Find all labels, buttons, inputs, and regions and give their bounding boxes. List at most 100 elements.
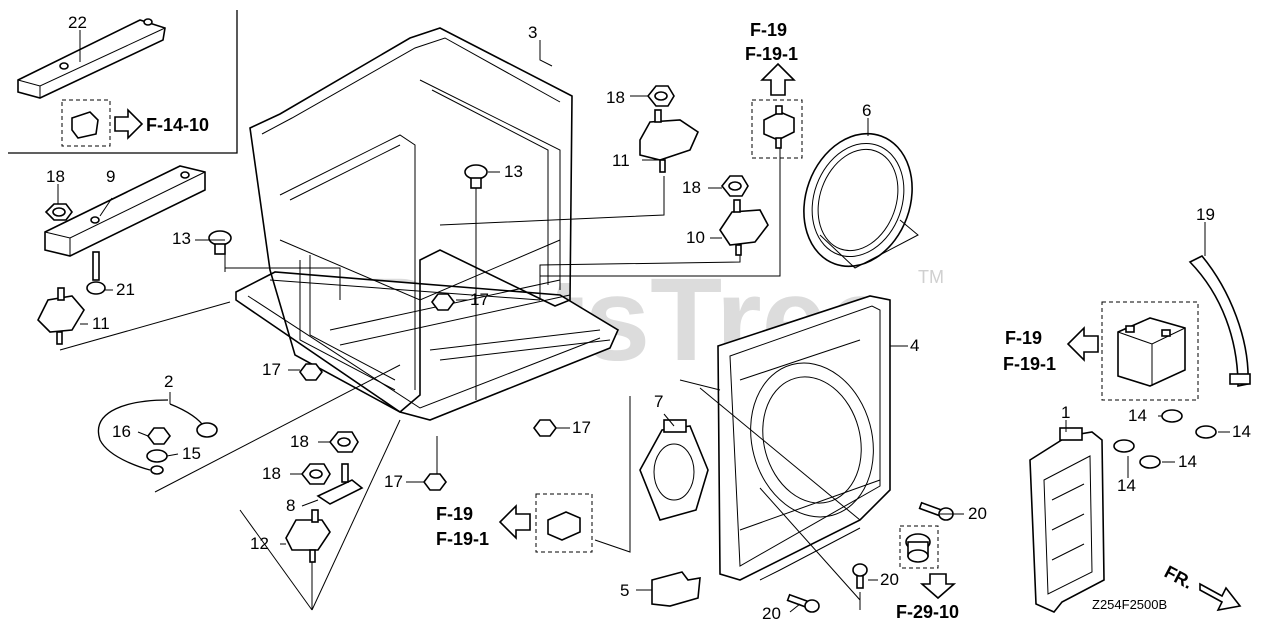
plate-7-icon [639,419,709,521]
callout-17-d[interactable]: 17 [384,472,403,491]
bracket-1-icon[interactable] [1029,427,1105,613]
callout-21[interactable]: 21 [116,280,135,299]
ref-f-19-right[interactable]: F-19 [1005,328,1042,348]
wire-2-icon [97,399,218,471]
grommet-14-c-icon [1113,439,1135,453]
nut-17-d-icon [423,473,447,491]
callout-18-e[interactable]: 18 [262,464,281,483]
front-marker: FR. [1161,562,1196,593]
nut-16-icon [147,427,171,445]
nut-18-right-icon [720,175,749,197]
diagram-code: Z254F2500B [1092,597,1167,612]
nut-18-lower-b-icon [300,463,331,485]
bolt-20-bottom-icon [786,593,820,613]
callout-5[interactable]: 5 [620,581,629,600]
callout-10[interactable]: 10 [686,228,705,247]
bolt-20-right-icon [918,501,954,521]
callout-14-a[interactable]: 14 [1128,406,1147,425]
ref-f-29-10[interactable]: F-29-10 [896,602,959,622]
callout-1[interactable]: 1 [1061,403,1070,422]
callout-12[interactable]: 12 [250,534,269,553]
callout-18-c[interactable]: 18 [46,167,65,186]
arrow-up-icon [760,62,796,96]
bracket-22-icon[interactable] [17,18,166,99]
callout-2[interactable]: 2 [164,372,173,391]
callout-22[interactable]: 22 [68,13,87,32]
callout-9[interactable]: 9 [106,167,115,186]
callout-14-c[interactable]: 14 [1178,452,1197,471]
bolt-21-icon [86,251,106,295]
grommet-box-bottom [899,525,939,569]
callout-4[interactable]: 4 [910,336,919,355]
callout-20-c[interactable]: 20 [762,604,781,623]
arrow-right-icon [114,108,144,140]
insulator-5-icon [651,571,701,607]
ref-f-19-1-top[interactable]: F-19-1 [745,44,798,64]
callout-18-d[interactable]: 18 [290,432,309,451]
callout-14-d[interactable]: 14 [1117,476,1136,495]
callout-3[interactable]: 3 [528,23,537,42]
ref-f-19-1-right[interactable]: F-19-1 [1003,354,1056,374]
bracket-11-left-icon [37,287,85,345]
callout-16[interactable]: 16 [112,422,131,441]
gasket-ring-6-icon[interactable] [786,118,930,281]
callout-20-a[interactable]: 20 [968,504,987,523]
main-frame-3-icon[interactable] [235,27,620,421]
callout-11-a[interactable]: 11 [612,151,630,170]
ref-f-19-bottom[interactable]: F-19 [436,504,473,524]
callout-13-a[interactable]: 13 [504,162,523,181]
callout-19[interactable]: 19 [1196,205,1215,224]
callout-18-b[interactable]: 18 [682,178,701,197]
callout-6[interactable]: 6 [862,101,871,120]
nut-17-a-icon [431,293,455,311]
grommet-14-a-icon [1161,409,1183,423]
strap-19-icon[interactable] [1188,254,1251,387]
grommet-top-icon [763,105,795,149]
bracket-11-top-icon [639,109,700,173]
battery-box [1101,301,1199,401]
watermark-trademark: TM [918,267,944,287]
nut-18-lower-a-icon [328,431,359,453]
leader-lines [57,30,1230,613]
callout-13-b[interactable]: 13 [172,229,191,248]
grommet-13-left-icon [208,230,232,255]
nut-17-c-icon [533,419,557,437]
clip-bottom-icon [547,511,581,541]
clip-icon [71,111,99,139]
arrow-left-bottom-icon [498,504,531,540]
inset-border [8,10,238,154]
callout-18-a[interactable]: 18 [606,88,625,107]
callout-17-a[interactable]: 17 [470,290,489,309]
ref-f-19-1-bottom[interactable]: F-19-1 [436,529,489,549]
grommet-13-center-icon [464,164,488,189]
bracket-12-icon [285,509,331,563]
callout-8[interactable]: 8 [286,496,295,515]
callout-17-b[interactable]: 17 [262,360,281,379]
nut-18-top-icon [646,85,675,107]
mount-grommet-icon [905,533,931,563]
clip-box-22 [61,99,111,147]
ref-f-14-10-a[interactable]: F-14-10 [146,115,209,135]
bracket-8-icon [316,463,364,505]
callout-11-b[interactable]: 11 [92,314,110,333]
grommet-14-b-icon [1195,425,1217,439]
ref-f-19-top[interactable]: F-19 [750,20,787,40]
callout-20-b[interactable]: 20 [880,570,899,589]
bracket-10-icon [719,199,769,256]
arrow-left-battery-icon [1066,326,1099,362]
callout-15[interactable]: 15 [182,444,201,463]
nut-18-left-icon [44,203,73,221]
callout-14-b[interactable]: 14 [1232,422,1251,441]
front-arrow-icon [1199,582,1242,612]
bracket-9-icon[interactable] [44,165,206,257]
clip-box-bottom [535,493,593,553]
washer-15-icon [146,449,168,475]
callout-7[interactable]: 7 [654,392,663,411]
clip-box-top [751,99,803,159]
callout-17-c[interactable]: 17 [572,418,591,437]
bolt-20-middle-icon [852,563,868,589]
grommet-14-d-icon [1139,455,1161,469]
battery-icon[interactable] [1117,317,1186,387]
nut-17-b-icon [299,363,323,381]
